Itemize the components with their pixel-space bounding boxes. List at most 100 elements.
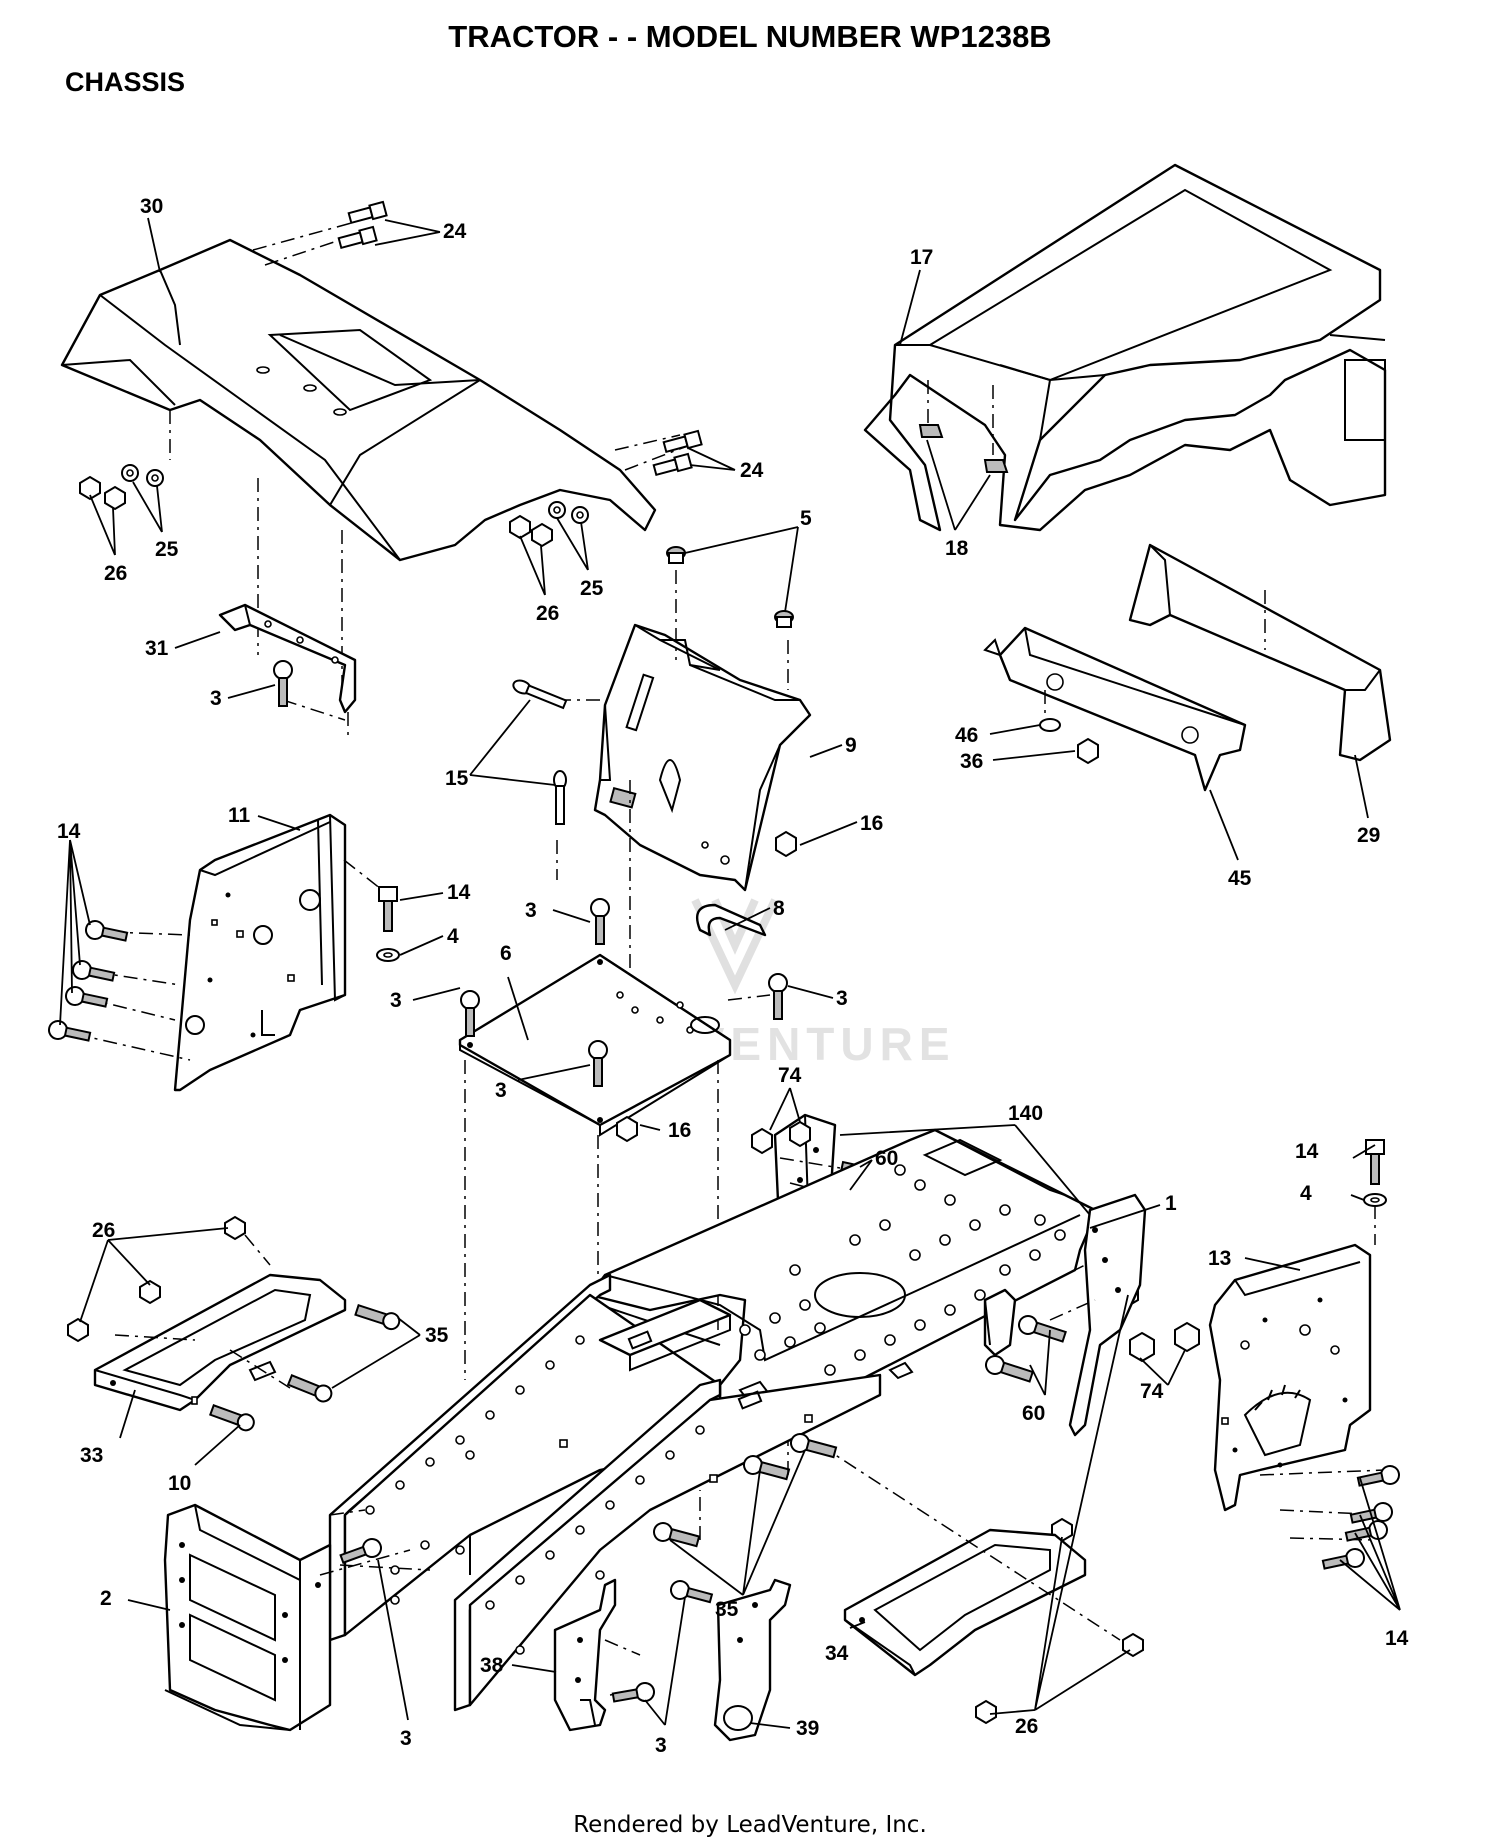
svg-text:11: 11 xyxy=(228,804,251,827)
svg-text:13: 13 xyxy=(1208,1247,1231,1270)
washers-part-25 xyxy=(121,464,589,524)
svg-text:25: 25 xyxy=(155,538,179,561)
svg-text:3: 3 xyxy=(400,1727,412,1750)
bolt-part-10 xyxy=(209,1404,255,1432)
bracket-part-9 xyxy=(593,623,812,892)
footrest-part-34 xyxy=(843,1528,1087,1677)
svg-text:18: 18 xyxy=(945,537,969,560)
screw-part-3-front xyxy=(339,1538,382,1564)
bracket-part-31 xyxy=(218,603,357,714)
svg-text:3: 3 xyxy=(525,899,537,922)
svg-text:5: 5 xyxy=(800,507,812,530)
nuts-part-74-right xyxy=(1129,1321,1200,1363)
callout-numbers: 30 24 24 17 18 25 26 25 26 5 31 3 9 15 4… xyxy=(57,195,1409,1757)
svg-text:3: 3 xyxy=(655,1734,667,1757)
front-plate-part-2 xyxy=(163,1503,332,1732)
svg-text:45: 45 xyxy=(1228,867,1252,890)
svg-text:3: 3 xyxy=(390,989,402,1012)
svg-text:140: 140 xyxy=(1008,1102,1043,1125)
svg-text:9: 9 xyxy=(845,734,857,757)
svg-text:4: 4 xyxy=(1300,1182,1312,1205)
tray-part-6 xyxy=(458,953,732,1137)
side-panel-part-11 xyxy=(173,813,347,1092)
nut-part-16-tray xyxy=(616,1115,638,1143)
svg-text:16: 16 xyxy=(860,812,883,835)
svg-text:2: 2 xyxy=(100,1587,112,1610)
bracket-part-45 xyxy=(983,626,1247,792)
screw-part-3 xyxy=(273,660,293,707)
svg-text:15: 15 xyxy=(445,767,469,790)
svg-text:4: 4 xyxy=(447,925,459,948)
nuts-part-74-left xyxy=(751,1120,811,1155)
bracket-part-38 xyxy=(553,1578,617,1732)
svg-text:60: 60 xyxy=(1022,1402,1045,1425)
section-title: CHASSIS xyxy=(65,67,185,97)
svg-text:25: 25 xyxy=(580,577,604,600)
svg-text:14: 14 xyxy=(447,881,471,904)
svg-text:26: 26 xyxy=(1015,1715,1038,1738)
grommets-part-5 xyxy=(666,546,794,628)
bolts-part-15 xyxy=(512,679,568,825)
svg-text:31: 31 xyxy=(145,637,169,660)
screws-part-3-bracket xyxy=(611,1580,714,1703)
svg-text:14: 14 xyxy=(1385,1627,1409,1650)
svg-text:3: 3 xyxy=(495,1079,507,1102)
screws-part-3-tray xyxy=(460,898,788,1087)
svg-text:34: 34 xyxy=(825,1642,849,1665)
nut-part-36 xyxy=(1077,737,1099,765)
rear-fender-part-30 xyxy=(60,238,657,562)
footer-credit: Rendered by LeadVenture, Inc. xyxy=(573,1812,927,1838)
svg-text:35: 35 xyxy=(425,1324,449,1347)
svg-text:74: 74 xyxy=(1140,1380,1164,1403)
svg-text:24: 24 xyxy=(443,220,467,243)
frame-rail-right xyxy=(453,1373,882,1712)
svg-text:33: 33 xyxy=(80,1444,103,1467)
svg-text:39: 39 xyxy=(796,1717,819,1740)
svg-text:29: 29 xyxy=(1357,824,1380,847)
seat-support-part-29 xyxy=(1128,543,1392,762)
bumpers-part-18 xyxy=(918,424,1009,473)
svg-text:3: 3 xyxy=(836,987,848,1010)
bolts-part-35-center xyxy=(653,1433,838,1548)
svg-text:24: 24 xyxy=(740,459,764,482)
hood-part-17 xyxy=(863,163,1387,532)
svg-text:3: 3 xyxy=(210,687,222,710)
svg-text:36: 36 xyxy=(960,750,983,773)
svg-text:14: 14 xyxy=(57,820,81,843)
svg-text:16: 16 xyxy=(668,1119,691,1142)
svg-text:60: 60 xyxy=(875,1147,898,1170)
main-frame-part-1 xyxy=(588,1128,1097,1442)
svg-text:14: 14 xyxy=(1295,1140,1319,1163)
washer-part-46 xyxy=(1039,718,1061,732)
nuts-part-26 xyxy=(67,475,1144,1725)
nut-part-16 xyxy=(775,830,797,858)
washer-part-4-left xyxy=(376,948,400,962)
svg-text:46: 46 xyxy=(955,724,978,747)
footrest-part-33 xyxy=(93,1273,347,1412)
svg-text:35: 35 xyxy=(715,1598,739,1621)
frame-holes xyxy=(739,1164,1066,1376)
svg-text:38: 38 xyxy=(480,1654,504,1677)
page-title: TRACTOR - - MODEL NUMBER WP1238B xyxy=(448,19,1051,54)
svg-text:10: 10 xyxy=(168,1472,191,1495)
frame-crossmember xyxy=(598,1298,763,1410)
bolts-part-35-left xyxy=(286,1303,401,1403)
bracket-part-39 xyxy=(713,1578,792,1742)
svg-text:17: 17 xyxy=(910,246,933,269)
washer-part-4-right xyxy=(1363,1193,1387,1207)
svg-text:26: 26 xyxy=(92,1219,115,1242)
svg-text:30: 30 xyxy=(140,195,163,218)
bracket-part-140-right xyxy=(1068,1193,1147,1437)
svg-text:1: 1 xyxy=(1165,1192,1177,1215)
svg-text:26: 26 xyxy=(104,562,127,585)
side-panel-part-13 xyxy=(1208,1243,1372,1512)
svg-text:26: 26 xyxy=(536,602,559,625)
leader-lines xyxy=(59,217,1401,1729)
svg-text:8: 8 xyxy=(773,897,785,920)
bolts-part-24 xyxy=(337,200,703,477)
svg-text:74: 74 xyxy=(778,1064,802,1087)
svg-text:6: 6 xyxy=(500,942,512,965)
hitch-bracket xyxy=(983,1288,1017,1357)
clip-part-8 xyxy=(695,903,767,937)
